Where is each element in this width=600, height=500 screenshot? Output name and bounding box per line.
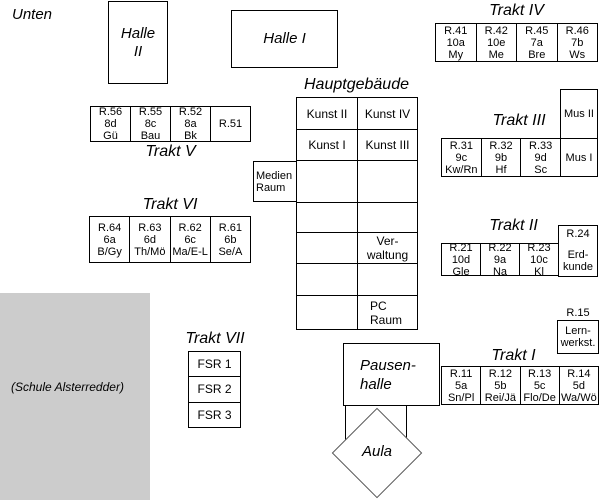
adjacent-building-label: (Schule Alsterredder)	[11, 380, 124, 394]
aula-label: Aula	[361, 443, 393, 460]
pausenhalle-box: Pausen- halle	[343, 343, 440, 406]
room-r42: R.42 10e Me	[475, 24, 517, 61]
room-r62: R.62 6c Ma/E-L	[169, 217, 210, 262]
room-fsr-2: FSR 2	[189, 376, 240, 401]
room-kunst-1: Kunst I	[297, 130, 358, 161]
trakt-3-title: Trakt III	[492, 112, 546, 129]
room-kunst-2: Kunst II	[297, 98, 358, 130]
adjacent-building-area: (Schule Alsterredder)	[0, 293, 150, 500]
room-r41: R.41 10a My	[444, 24, 468, 61]
grid-cell-empty	[297, 296, 358, 330]
room-r52: R.52 8a Bk	[170, 107, 210, 141]
room-r46: R.46 7b Ws	[556, 24, 598, 61]
room-r23: R.23 10c Kl	[519, 244, 558, 275]
trakt-3-rooms: R.31 9c Kw/Rn R.32 9b Hf R.33 9d Sc	[441, 138, 561, 177]
room-r64: R.64 6a B/Gy	[97, 221, 122, 258]
trakt-2-title: Trakt II	[489, 217, 538, 234]
room-fsr-3: FSR 3	[189, 401, 240, 427]
hauptgebaeude-title: Hauptgebäude	[304, 76, 409, 93]
halle-1-box: Halle I	[231, 10, 338, 68]
room-pc-raum: PC Raum	[358, 296, 418, 330]
trakt-7-title: Trakt VII	[185, 330, 245, 347]
corridor-line-right	[406, 406, 407, 446]
room-r56: R.56 8d Gü	[98, 107, 123, 141]
room-r45: R.45 7a Bre	[516, 24, 557, 61]
grid-cell-empty	[297, 203, 358, 233]
trakt-5-rooms: R.56 8d Gü R.55 8c Bau R.52 8a Bk R.51	[90, 106, 251, 142]
grid-cell-empty	[297, 233, 358, 264]
room-r32: R.32 9b Hf	[480, 139, 521, 176]
grid-cell-empty	[297, 264, 358, 296]
room-r21: R.21 10d Gle	[449, 244, 473, 275]
room-kunst-4: Kunst IV	[358, 98, 418, 130]
trakt-1-title: Trakt I	[491, 347, 536, 364]
room-r55: R.55 8c Bau	[130, 107, 170, 141]
room-mus-1: Mus I	[560, 138, 598, 177]
halle-2-box: Halle II	[108, 1, 168, 84]
trakt-1-rooms: R.11 5a Sn/Pl R.12 5b Rei/Jä R.13 5c Flo…	[441, 366, 599, 405]
room-r13: R.13 5c Flo/De	[519, 367, 559, 404]
room-medienraum: Medien Raum	[253, 161, 297, 202]
room-r11: R.11 5a Sn/Pl	[447, 367, 475, 404]
room-r22: R.22 9a Na	[480, 244, 519, 275]
room-r63: R.63 6d Th/Mö	[129, 217, 169, 262]
trakt-4-title: Trakt IV	[489, 2, 544, 19]
corridor-line-left	[345, 406, 346, 446]
room-r12: R.12 5b Rei/Jä	[480, 367, 519, 404]
room-r15-lernwerkstatt: Lern- werkst.	[557, 320, 599, 354]
grid-cell-empty	[358, 203, 418, 233]
trakt-6-rooms: R.64 6a B/Gy R.63 6d Th/Mö R.62 6c Ma/E-…	[89, 216, 251, 263]
room-r31: R.31 9c Kw/Rn	[445, 139, 478, 176]
trakt-7-rooms: FSR 1 FSR 2 FSR 3	[188, 351, 241, 428]
room-r51: R.51	[210, 107, 250, 141]
room-kunst-3: Kunst III	[358, 130, 418, 161]
room-verwaltung: Ver- waltung	[358, 233, 418, 264]
room-r24: R.24 Erd- kunde	[558, 225, 598, 277]
floor-label-unten: Unten	[12, 6, 53, 23]
hauptgebaeude-grid: Kunst II Kunst IV Kunst I Kunst III Ver-…	[296, 97, 418, 330]
trakt-5-title: Trakt V	[145, 143, 196, 160]
room-mus-2: Mus II	[560, 89, 598, 139]
room-r33: R.33 9d Sc	[520, 139, 560, 176]
trakt-6-title: Trakt VI	[142, 196, 198, 213]
trakt-2-rooms: R.21 10d Gle R.22 9a Na R.23 10c Kl	[441, 243, 559, 276]
room-fsr-1: FSR 1	[197, 357, 232, 372]
grid-cell-empty	[358, 161, 418, 203]
trakt-4-rooms: R.41 10a My R.42 10e Me R.45 7a Bre R.46…	[435, 23, 598, 62]
room-r14: R.14 5d Wa/Wö	[558, 367, 598, 404]
grid-cell-empty	[358, 264, 418, 296]
grid-cell-empty	[297, 161, 358, 203]
room-r15-label: R.15	[566, 307, 590, 319]
room-r61: R.61 6b Se/A	[209, 217, 250, 262]
